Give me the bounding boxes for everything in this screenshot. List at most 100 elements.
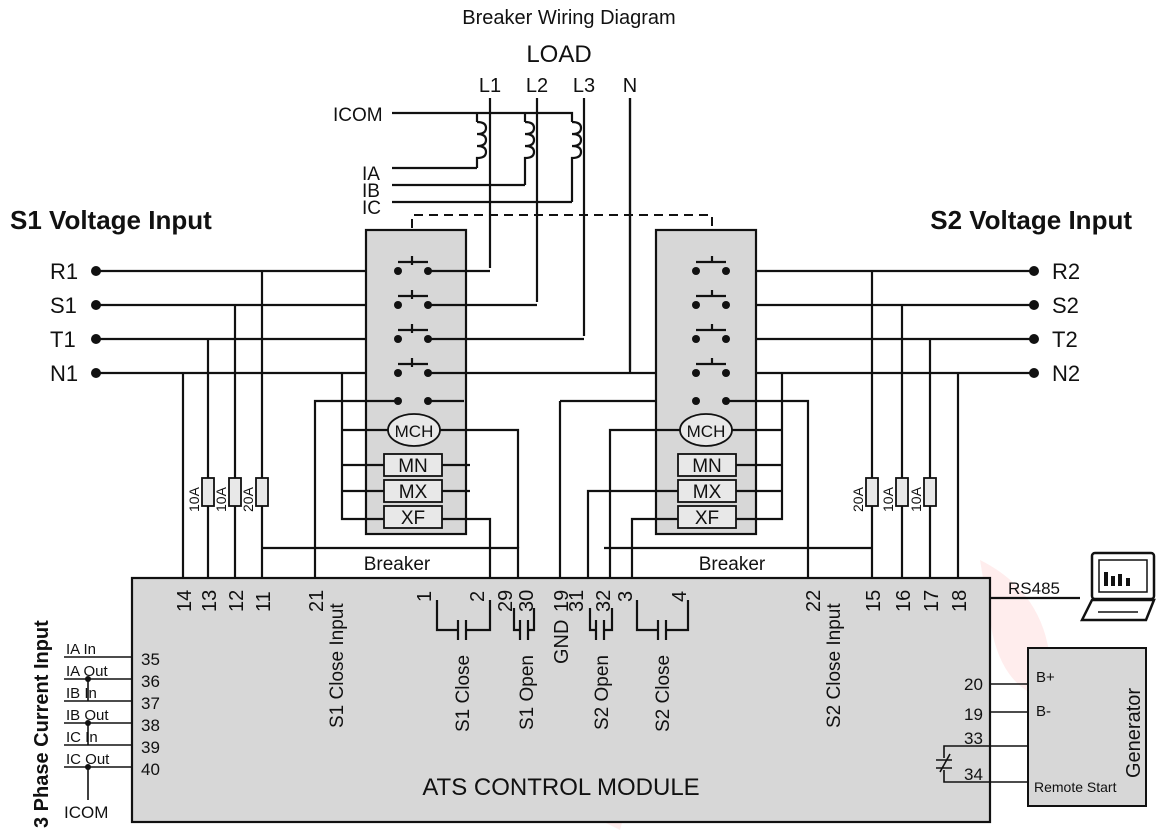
ct-ia-label: IA [362,164,380,185]
terminal-29: 29 [495,590,517,612]
terminal-14: 14 [174,590,196,612]
s1-heading: S1 Voltage Input [10,205,212,235]
terminal-4: 4 [669,591,691,602]
fuse-right-2: 10A [880,486,896,512]
terminal-34: 34 [964,765,983,784]
terminal-32: 32 [593,590,615,612]
ci-icom: ICOM [64,803,108,822]
rs485-label: RS485 [1008,579,1060,598]
remote-start-contact [936,745,990,783]
fuse-left-2: 10A [213,486,229,512]
terminal-17: 17 [921,590,943,612]
terminal-22: 22 [803,590,825,612]
s2-line-r2: R2 [1052,259,1080,284]
s2-heading: S2 Voltage Input [930,205,1132,235]
breaker-s2-mch: MCH [687,422,726,441]
module-title: ATS CONTROL MODULE [422,774,699,801]
terminal-31: 31 [566,590,588,612]
label-s2-open: S2 Open [592,655,613,730]
terminal-30: 30 [516,590,538,612]
terminal-19: 19 [551,590,573,612]
generator-bminus: B- [1036,703,1051,720]
s1-lines [91,266,398,378]
breaker-s1 [364,228,656,536]
breaker-s2-label: Breaker [699,554,766,575]
terminal-35: 35 [141,650,160,669]
ct-ic-label: IC [362,198,381,219]
s1-line-r1: R1 [50,259,78,284]
control-wiring [181,98,960,582]
terminal-1: 1 [414,591,436,602]
s2-line-t2: T2 [1052,327,1078,352]
ci-ia-out: IA Out [66,663,109,680]
generator-box [1027,647,1147,807]
current-input-heading: 3 Phase Current Input [31,620,53,828]
label-s2-close: S2 Close [653,655,674,732]
breaker-s1-mch: MCH [395,422,434,441]
s1-line-n1: N1 [50,361,78,386]
ci-ia-in: IA In [66,641,96,658]
s2-line-n2: N2 [1052,361,1080,386]
breaker-s1-xf: XF [401,508,425,529]
breaker-s2 [654,228,758,536]
terminal-18: 18 [949,590,971,612]
label-s2-close-input: S2 Close Input [824,603,845,728]
terminal-16: 16 [893,590,915,612]
ci-ib-out: IB Out [66,707,109,724]
ct-ib-label: IB [362,181,380,202]
load-n: N [623,75,637,97]
terminal-21: 21 [306,590,328,612]
fuse-left-1: 10A [186,486,202,512]
terminal-20: 20 [964,675,983,694]
breaker-s1-mx: MX [399,482,428,503]
terminal-15: 15 [863,590,885,612]
terminal-13: 13 [199,590,221,612]
breaker-s2-xf: XF [695,508,719,529]
load-l3: L3 [573,75,595,97]
ci-ic-in: IC In [66,729,98,746]
diagram-title: Breaker Wiring Diagram [462,7,675,29]
terminal-33: 33 [964,729,983,748]
breaker-s1-mn: MN [398,456,428,477]
internal-contacts [435,600,690,640]
breaker-s1-label: Breaker [364,554,431,575]
s1-line-s1: S1 [50,293,77,318]
terminal-19-right: 19 [964,705,983,724]
terminal-12: 12 [226,590,248,612]
s2-lines [722,266,1039,378]
breaker-s2-mn: MN [692,456,722,477]
fuse-right-3: 10A [908,486,924,512]
terminal-39: 39 [141,738,160,757]
terminal-38: 38 [141,716,160,735]
terminal-36: 36 [141,672,160,691]
s1-line-t1: T1 [50,327,76,352]
ct-icom-label: ICOM [333,105,383,126]
ci-ib-in: IB In [66,685,97,702]
fuse-right-1: 20A [850,486,866,512]
generator-bplus: B+ [1036,669,1055,686]
terminal-11: 11 [253,591,275,612]
fuses [201,477,937,507]
label-s1-close-input: S1 Close Input [327,603,348,728]
generator-remote-start: Remote Start [1034,779,1117,795]
generator-title: Generator [1123,688,1145,778]
load-l2: L2 [526,75,548,97]
terminal-3: 3 [615,591,637,602]
terminal-37: 37 [141,694,160,713]
terminal-2: 2 [467,591,489,602]
label-s1-open: S1 Open [517,655,538,730]
terminal-40: 40 [141,760,160,779]
current-input-wiring [64,656,132,800]
laptop-icon [1079,551,1156,622]
breaker-s2-mx: MX [693,482,722,503]
ats-control-module [130,576,992,824]
terminal-gnd: GND [551,620,573,664]
load-label: LOAD [526,41,591,68]
generator-wiring [990,683,1028,783]
ct-wiring [392,98,632,370]
s2-line-s2: S2 [1052,293,1079,318]
fuse-left-3: 20A [240,486,256,512]
label-s1-close: S1 Close [453,655,474,732]
load-l1: L1 [479,75,501,97]
